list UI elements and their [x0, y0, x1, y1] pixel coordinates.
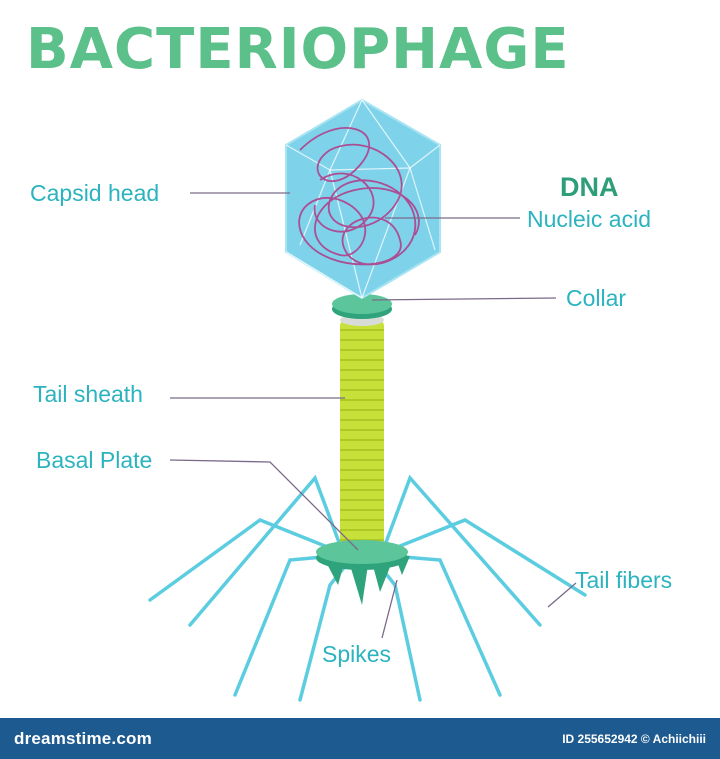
label-capsid-head: Capsid head — [30, 180, 160, 206]
page-title: BACTERIOPHAGE — [26, 17, 570, 82]
capsid-head — [285, 98, 441, 300]
label-nucleic-acid: Nucleic acid — [527, 206, 651, 232]
label-basal-plate: Basal Plate — [36, 447, 153, 473]
tail-sheath — [340, 320, 384, 550]
footer-credit: ID 255652942 © Achiichiii — [562, 732, 706, 746]
label-tail-sheath: Tail sheath — [33, 381, 143, 407]
dna-strand — [298, 127, 420, 266]
basal-plate — [316, 540, 410, 605]
label-collar: Collar — [566, 285, 627, 311]
label-tail-fibers: Tail fibers — [575, 567, 673, 593]
bacteriophage-diagram — [148, 98, 587, 702]
label-dna: DNA — [560, 172, 619, 202]
footer-bar: dreamstime.com ID 255652942 © Achiichiii — [0, 718, 720, 759]
footer-brand[interactable]: dreamstime.com — [14, 729, 152, 748]
collar — [332, 294, 392, 326]
leader-lines — [169, 192, 577, 639]
label-spikes: Spikes — [322, 641, 392, 667]
